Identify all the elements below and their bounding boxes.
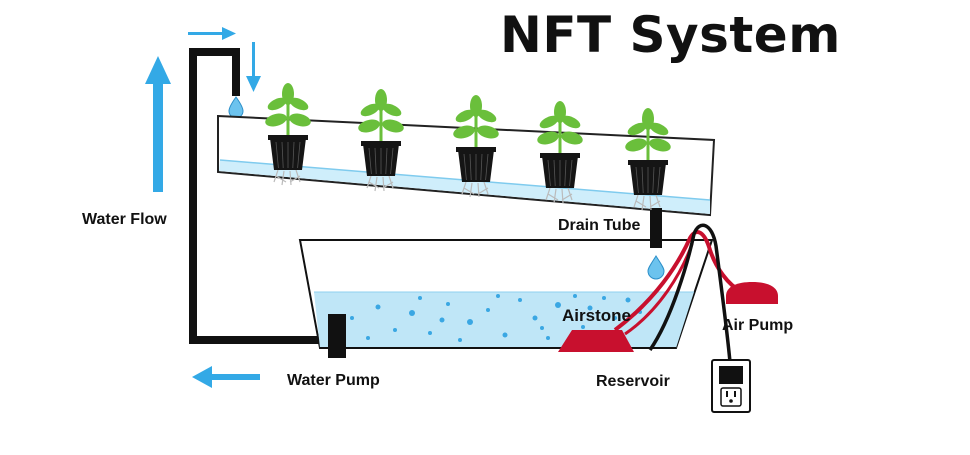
leaf-icon	[267, 97, 287, 111]
air-pump	[726, 282, 778, 304]
leaf-icon	[265, 113, 287, 127]
drain-drop-icon	[647, 255, 665, 280]
leaf-icon	[382, 103, 402, 117]
airstone-label: Airstone	[562, 306, 631, 325]
leaf-icon	[649, 138, 671, 152]
airstone	[558, 330, 634, 352]
reservoir-tank	[298, 239, 714, 349]
plant-net-pot	[625, 108, 671, 211]
flow-arrow-right-icon	[188, 27, 236, 40]
air-bubbles	[350, 294, 642, 342]
plant-net-pot	[358, 89, 404, 192]
leaf-icon	[477, 125, 499, 139]
leaf-icon	[382, 119, 404, 133]
reservoir-label: Reservoir	[596, 373, 670, 390]
plant-net-pot	[265, 83, 311, 186]
leaf-icon	[360, 103, 380, 117]
supply-pipe	[189, 48, 330, 344]
leaf-icon	[455, 109, 475, 123]
leaf-icon	[561, 115, 581, 129]
power-cord	[648, 223, 732, 363]
water-pump-label: Water Pump	[287, 372, 380, 389]
leaf-icon	[453, 125, 475, 139]
flow-arrow-up-icon	[145, 56, 171, 192]
plant-net-pot	[453, 95, 499, 198]
flow-arrow-down-icon	[246, 42, 261, 92]
water-pump	[328, 314, 346, 358]
leaf-icon	[625, 138, 647, 152]
flow-arrow-left-icon	[192, 366, 260, 388]
leaf-icon	[289, 97, 309, 111]
leaf-icon	[289, 113, 311, 127]
page-title: NFT System	[500, 6, 841, 64]
drain-tube	[650, 208, 662, 248]
water-drop-icon	[228, 96, 244, 119]
leaf-icon	[537, 131, 559, 145]
power-outlet-icon	[711, 359, 751, 413]
air-pump-label: Air Pump	[722, 317, 794, 334]
drain-tube-label: Drain Tube	[558, 217, 641, 234]
water-flow-label: Water Flow	[82, 211, 167, 228]
leaf-icon	[561, 131, 583, 145]
leaf-icon	[358, 119, 380, 133]
leaf-icon	[539, 115, 559, 129]
leaf-icon	[627, 122, 647, 136]
plant-net-pot	[537, 101, 583, 204]
plants	[265, 83, 671, 211]
leaf-icon	[477, 109, 497, 123]
leaf-icon	[649, 122, 669, 136]
